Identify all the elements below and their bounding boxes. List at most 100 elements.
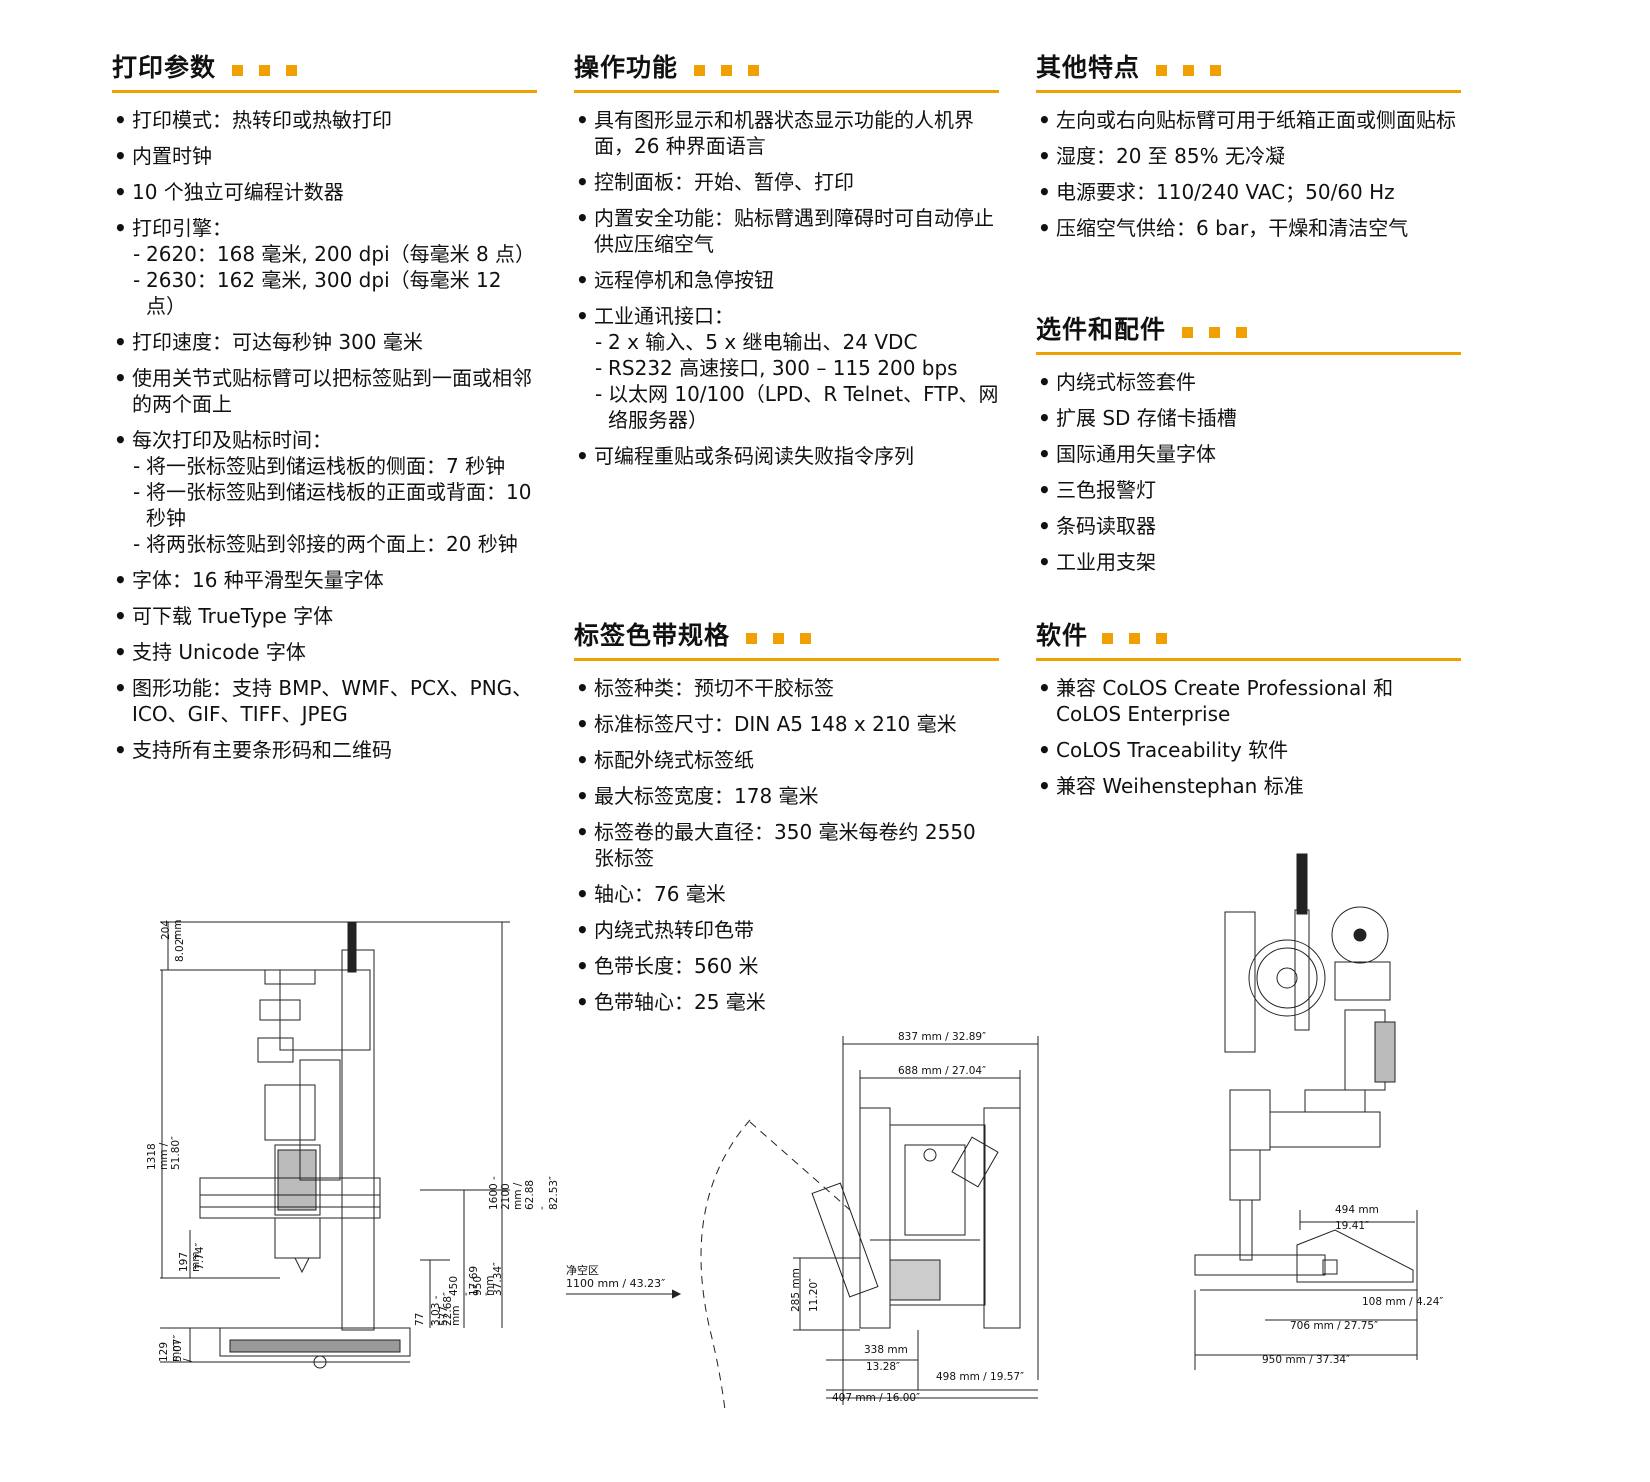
- dim-label: 17.69 - 37.34″: [468, 1262, 504, 1296]
- item-list: 标签种类：预切不干胶标签标准标签尺寸：DIN A5 148 x 210 毫米标配…: [574, 675, 999, 1015]
- sub-list-item: 2630：162 毫米, 300 dpi（每毫米 12 点）: [132, 267, 537, 319]
- list-item: 打印引擎：2620：168 毫米, 200 dpi（每毫米 8 点）2630：1…: [112, 215, 537, 319]
- list-item: 内绕式标签套件: [1036, 369, 1461, 395]
- section-header: 打印参数: [112, 50, 537, 93]
- sub-list: 将一张标签贴到储运栈板的侧面：7 秒钟将一张标签贴到储运栈板的正面或背面：10 …: [132, 453, 537, 557]
- list-item: 可编程重贴或条码阅读失败指令序列: [574, 443, 999, 469]
- section-other-features: 其他特点 左向或右向贴标臂可用于纸箱正面或侧面贴标湿度：20 至 85% 无冷凝…: [1036, 50, 1461, 251]
- orange-dots-decoration: [694, 65, 759, 76]
- list-item-text: 内绕式热转印色带: [594, 918, 754, 942]
- list-item: 可下载 TrueType 字体: [112, 603, 537, 629]
- section-title: 选件和配件: [1036, 315, 1167, 344]
- orange-dots-decoration: [232, 65, 297, 76]
- dim-label: 494 mm: [1335, 1204, 1379, 1216]
- list-item: 图形功能：支持 BMP、WMF、PCX、PNG、ICO、GIF、TIFF、JPE…: [112, 675, 537, 727]
- list-item: 电源要求：110/240 VAC；50/60 Hz: [1036, 179, 1461, 205]
- drawing-side-view: [130, 910, 550, 1420]
- orange-dots-decoration: [1102, 633, 1167, 644]
- list-item: 10 个独立可编程计数器: [112, 179, 537, 205]
- list-item: 最大标签宽度：178 毫米: [574, 783, 999, 809]
- orange-dots-decoration: [746, 633, 811, 644]
- list-item: 使用关节式贴标臂可以把标签贴到一面或相邻的两个面上: [112, 365, 537, 417]
- list-item-text: 工业用支架: [1056, 550, 1156, 574]
- dim-label: 108 mm / 4.24″: [1362, 1296, 1444, 1308]
- list-item: 标签种类：预切不干胶标签: [574, 675, 999, 701]
- list-item-text: 标签卷的最大直径：350 毫米每卷约 2550 张标签: [594, 820, 976, 870]
- sub-list-item: 2620：168 毫米, 200 dpi（每毫米 8 点）: [132, 241, 537, 267]
- list-item: 内置时钟: [112, 143, 537, 169]
- list-item-text: 工业通讯接口：: [594, 304, 734, 328]
- list-item-text: 电源要求：110/240 VAC；50/60 Hz: [1056, 180, 1395, 204]
- list-item: 打印速度：可达每秒钟 300 毫米: [112, 329, 537, 355]
- list-item-text: 压缩空气供给：6 bar，干燥和清洁空气: [1056, 216, 1409, 240]
- list-item-text: 湿度：20 至 85% 无冷凝: [1056, 144, 1285, 168]
- list-item-text: 标准标签尺寸：DIN A5 148 x 210 毫米: [594, 712, 957, 736]
- list-item-text: 标签种类：预切不干胶标签: [594, 676, 834, 700]
- list-item-text: 可下载 TrueType 字体: [132, 604, 334, 628]
- dim-label: 3.03 - 22.68″: [430, 1292, 454, 1326]
- list-item: 标配外绕式标签纸: [574, 747, 999, 773]
- list-item: 国际通用矢量字体: [1036, 441, 1461, 467]
- list-item-text: 图形功能：支持 BMP、WMF、PCX、PNG、ICO、GIF、TIFF、JPE…: [132, 676, 533, 726]
- list-item: 色带轴心：25 毫米: [574, 989, 999, 1015]
- list-item-text: 兼容 CoLOS Create Professional 和 CoLOS Ent…: [1056, 676, 1394, 726]
- section-options: 选件和配件 内绕式标签套件扩展 SD 存储卡插槽国际通用矢量字体三色报警灯条码读…: [1036, 312, 1461, 585]
- section-software: 软件 兼容 CoLOS Create Professional 和 CoLOS …: [1036, 618, 1461, 809]
- list-item-text: 控制面板：开始、暂停、打印: [594, 170, 854, 194]
- list-item: 标签卷的最大直径：350 毫米每卷约 2550 张标签: [574, 819, 999, 871]
- list-item-text: 三色报警灯: [1056, 478, 1156, 502]
- list-item-text: 标配外绕式标签纸: [594, 748, 754, 772]
- section-header: 其他特点: [1036, 50, 1461, 93]
- list-item: 每次打印及贴标时间：将一张标签贴到储运栈板的侧面：7 秒钟将一张标签贴到储运栈板…: [112, 427, 537, 557]
- list-item-text: 具有图形显示和机器状态显示功能的人机界面，26 种界面语言: [594, 108, 974, 158]
- list-item: 工业通讯接口：2 x 输入、5 x 继电输出、24 VDCRS232 高速接口,…: [574, 303, 999, 433]
- list-item: 支持 Unicode 字体: [112, 639, 537, 665]
- list-item: 兼容 Weihenstephan 标准: [1036, 773, 1461, 799]
- list-item: 压缩空气供给：6 bar，干燥和清洁空气: [1036, 215, 1461, 241]
- list-item-text: 字体：16 种平滑型矢量字体: [132, 568, 384, 592]
- sub-list-item: 将两张标签贴到邻接的两个面上：20 秒钟: [132, 531, 537, 557]
- list-item: 左向或右向贴标臂可用于纸箱正面或侧面贴标: [1036, 107, 1461, 133]
- section-title: 操作功能: [574, 53, 679, 82]
- list-item-text: 内置时钟: [132, 144, 212, 168]
- list-item-text: CoLOS Traceability 软件: [1056, 738, 1289, 762]
- list-item: 具有图形显示和机器状态显示功能的人机界面，26 种界面语言: [574, 107, 999, 159]
- sub-list-item: 将一张标签贴到储运栈板的正面或背面：10 秒钟: [132, 479, 537, 531]
- item-list: 打印模式：热转印或热敏打印内置时钟 10 个独立可编程计数器打印引擎：2620：1…: [112, 107, 537, 763]
- list-item: 远程停机和急停按钮: [574, 267, 999, 293]
- list-item: 三色报警灯: [1036, 477, 1461, 503]
- section-header: 选件和配件: [1036, 312, 1461, 355]
- dimension-lines: [160, 922, 510, 1362]
- sub-list-item: 2 x 输入、5 x 继电输出、24 VDC: [594, 329, 999, 355]
- list-item-text: 兼容 Weihenstephan 标准: [1056, 774, 1304, 798]
- list-item: 工业用支架: [1036, 549, 1461, 575]
- dim-label: 1318 mm / 51.80″: [146, 1136, 182, 1170]
- list-item: 条码读取器: [1036, 513, 1461, 539]
- list-item: 支持所有主要条形码和二维码: [112, 737, 537, 763]
- list-item-text: 内绕式标签套件: [1056, 370, 1196, 394]
- list-item-text: 条码读取器: [1056, 514, 1156, 538]
- section-title: 打印参数: [112, 53, 217, 82]
- list-item-text: 可编程重贴或条码阅读失败指令序列: [594, 444, 914, 468]
- dim-label: 1600 - 2100 mm / 62.88 - 82.53″: [488, 1176, 560, 1210]
- list-item-text: 打印模式：热转印或热敏打印: [132, 108, 392, 132]
- dim-label: 688 mm / 27.04″: [898, 1065, 987, 1077]
- list-item: 字体：16 种平滑型矢量字体: [112, 567, 537, 593]
- item-list: 兼容 CoLOS Create Professional 和 CoLOS Ent…: [1036, 675, 1461, 799]
- sub-list: 2620：168 毫米, 200 dpi（每毫米 8 点）2630：162 毫米…: [132, 241, 537, 319]
- list-item-text: 最大标签宽度：178 毫米: [594, 784, 819, 808]
- list-item: 扩展 SD 存储卡插槽: [1036, 405, 1461, 431]
- list-item: 色带长度：560 米: [574, 953, 999, 979]
- dim-label: 285 mm: [790, 1268, 802, 1312]
- list-item-text: 内置安全功能：贴标臂遇到障碍时可自动停止供应压缩空气: [594, 206, 994, 256]
- list-item: 内置安全功能：贴标臂遇到障碍时可自动停止供应压缩空气: [574, 205, 999, 257]
- sub-list: 2 x 输入、5 x 继电输出、24 VDCRS232 高速接口, 300 – …: [594, 329, 999, 433]
- list-item-text: 国际通用矢量字体: [1056, 442, 1216, 466]
- dim-label: 19.41″: [1335, 1220, 1369, 1232]
- clearance-label: 净空区: [566, 1264, 599, 1277]
- section-title: 其他特点: [1036, 53, 1141, 82]
- dim-label: 7.74″: [194, 1242, 206, 1270]
- list-item: 标准标签尺寸：DIN A5 148 x 210 毫米: [574, 711, 999, 737]
- list-item-text: 轴心：76 毫米: [594, 882, 726, 906]
- list-item: 轴心：76 毫米: [574, 881, 999, 907]
